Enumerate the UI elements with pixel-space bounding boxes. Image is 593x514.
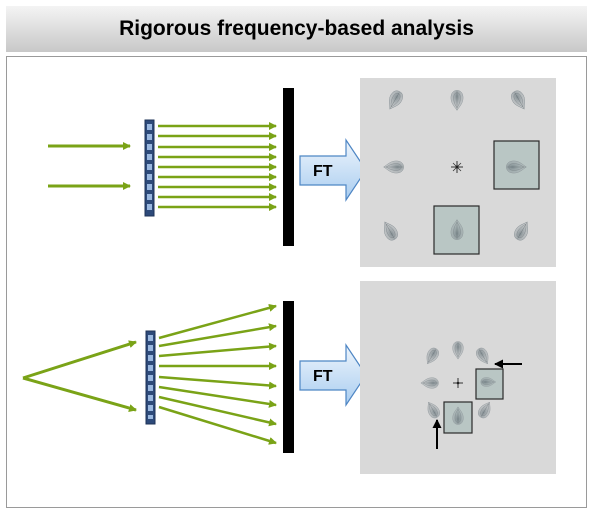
screen (283, 88, 294, 246)
top-panel: FT (48, 78, 556, 267)
ft-label: FT (313, 368, 333, 385)
grating (145, 330, 156, 425)
diffraction-pattern (360, 281, 556, 474)
incident-beam-arrows (22, 340, 137, 412)
zero-order-spot (451, 161, 463, 173)
incident-beam-arrows (48, 142, 131, 190)
zero-order-spot (453, 378, 463, 388)
transmitted-beams (158, 303, 277, 445)
grating (144, 119, 155, 217)
ft-label: FT (313, 163, 333, 180)
ft-arrow: FT (299, 138, 367, 202)
pattern-background (360, 281, 556, 474)
screen (283, 301, 294, 453)
diffraction-pattern (360, 78, 556, 267)
transmitted-beams (158, 122, 277, 211)
bottom-panel: FT (22, 281, 556, 474)
incident-arrow (22, 340, 137, 380)
title-banner: Rigorous frequency-based analysis (6, 6, 587, 52)
incident-arrow (22, 376, 137, 412)
page-title: Rigorous frequency-based analysis (119, 17, 474, 40)
ft-arrow: FT (299, 343, 367, 407)
